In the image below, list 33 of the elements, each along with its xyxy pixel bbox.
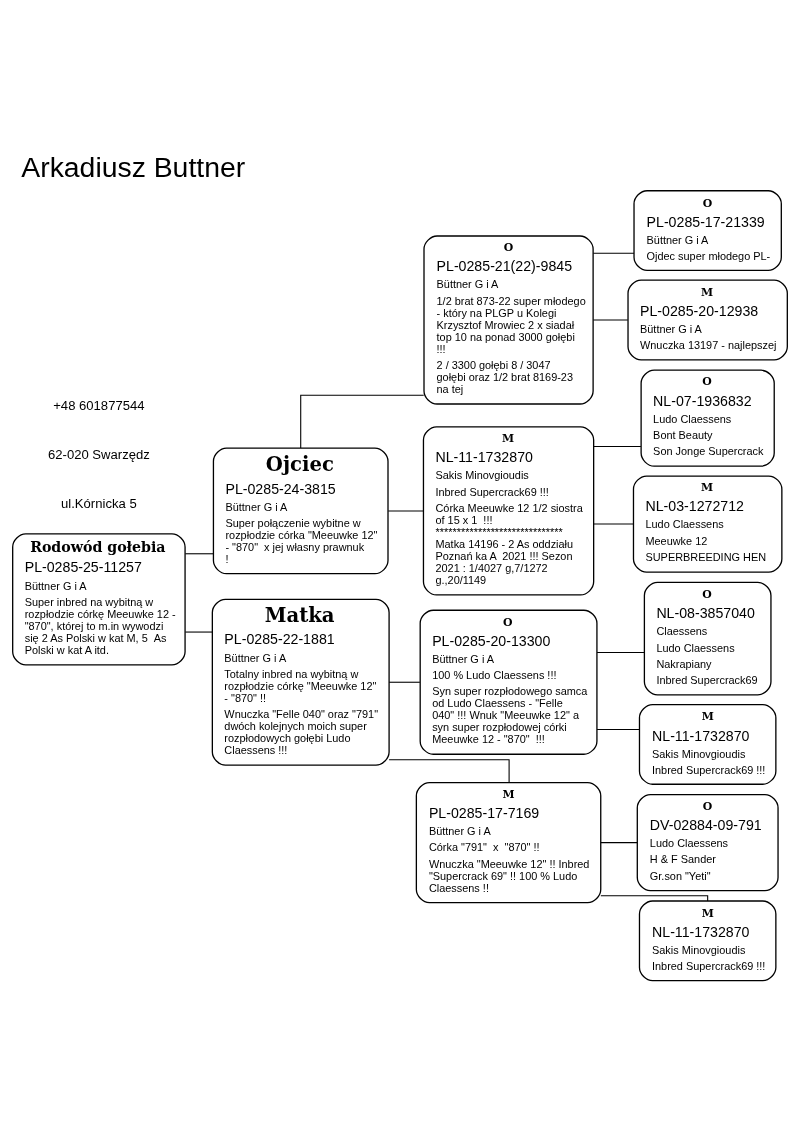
node-box: M NL-11-1732870 Sakis Minovgioudis Inbred Supercrack69 !!! (638, 703, 777, 785)
label: ul.Kórnicka 5 (61, 495, 137, 511)
connector (596, 728, 640, 730)
connector (184, 631, 213, 633)
connector (388, 681, 421, 683)
connector (593, 523, 634, 525)
connector (388, 759, 510, 783)
label: 62-020 Swarzędz (47, 446, 150, 462)
node-box: M NL-03-1272712 Ludo Claessens Meeuwke 12 SUPERBREEDING HEN (632, 475, 783, 573)
node-box: M PL-0285-17-7169 Büttner G i A Córka "791" x "870" !! Wnuczka "Meeuwke 12" !! Inbred "Supercrack 69" !! 100 % Ludo Claessens !! (415, 781, 602, 904)
connector (593, 446, 642, 448)
node-box: O PL-0285-20-13300 Büttner G i A 100 % Ludo Claessens !!! Syn super rozpłodowego samca od Ludo Claessens - "Felle 040" !!! Wnuk "Meeuwke 12" a syn super rozpłodowej córki Meeuwke 12 - "870" !!! (419, 609, 598, 755)
node-box: Ojciec PL-0285-24-3815 Büttner G i A Super połączenie wybitne w rozpłodzie córka "Meeuwke 12" - "870" x jej własny prawnuk ! (212, 447, 389, 575)
node-box: O PL-0285-21(22)-9845 Büttner G i A 1/2 brat 873-22 super młodego - który na PLGP u Kolegi Krzysztof Mrowiec 2 x siadał top 10 na ponad 3000 gołębi !!! 2 / 3300 gołębi 8 / 3047 gołębi oraz 1/2 brat 8169-23 na tej (423, 235, 594, 405)
node-box: O NL-08-3857040 Claessens Ludo Claessens Nakrapiany Inbred Supercrack69 (643, 581, 772, 696)
connector (387, 510, 424, 512)
connector (592, 252, 635, 254)
connector (184, 553, 214, 555)
connector (600, 895, 709, 902)
node-box: O DV-02884-09-791 Ludo Claessens H & F Sander Gr.son "Yeti" (636, 793, 779, 892)
node-box: Rodowód gołebia PL-0285-25-11257 Büttner G i A Super inbred na wybitną w rozpłodzie córkę Meeuwke 12 - "870", której to m.in wywodzi się 2 As Polski w kat M, 5 As Polski w kat A itd. (12, 533, 186, 666)
label: +48 601877544 (53, 397, 145, 413)
node-box: Matka PL-0285-22-1881 Büttner G i A Totalny inbred na wybitną w rozpłodzie córkę "Meeuwke 12" - "870" !! Wnuczka "Felle 040" oraz "791" dwóch kolejnych moich super rozpłodowych gołębi Ludo Claessens !!! (211, 598, 390, 766)
node-box: M NL-11-1732870 Sakis Minovgioudis Inbred Supercrack69 !!! Córka Meeuwke 12 1/2 siostra of 15 x 1 !!! ****************************** Matka 14196 - 2 As oddziału Poznań ka A 2021 !!! Sezon 2021 : 1/4027 g,7/1272 g.,20/1149 (422, 426, 595, 596)
node-box: M NL-11-1732870 Sakis Minovgioudis Inbred Supercrack69 !!! (638, 900, 777, 982)
connector (596, 651, 645, 654)
connector (300, 394, 425, 449)
node-box: O PL-0285-17-21339 Büttner G i A Ojdec super młodego PL- (633, 190, 782, 272)
node-box: O NL-07-1936832 Ludo Claessens Bont Beauty Son Jonge Supercrack (640, 369, 775, 467)
node-box: M PL-0285-20-12938 Büttner G i A Wnuczka 13197 - najlepszej (627, 279, 788, 361)
connector (600, 842, 638, 844)
connector (592, 319, 629, 321)
diagram-title: Arkadiusz Buttner (21, 151, 246, 184)
